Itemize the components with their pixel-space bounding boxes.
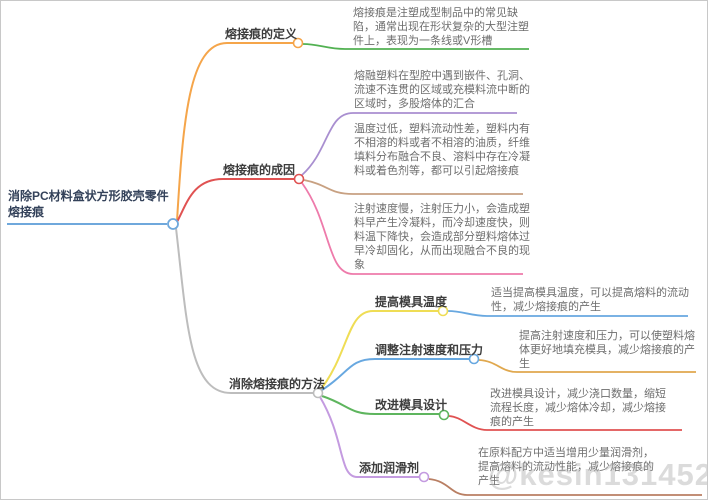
method-raise-mold-temp[interactable]: 提高模具温度	[375, 295, 448, 309]
root-topic[interactable]: 消除PC材料盒状方形胶壳零件熔接痕	[8, 189, 169, 219]
note-cause-temperature[interactable]: 温度过低，塑料流动性差，塑料内有不相溶的料或者不相溶的油质，纤维填料分布融合不良…	[354, 123, 530, 177]
note-cause-confluence[interactable]: 熔融塑料在型腔中遇到嵌件、孔洞、流速不连贯的区域或充模料流中断的区域时，多股熔体…	[354, 70, 530, 110]
branch-definition[interactable]: 熔接痕的定义	[225, 27, 298, 41]
branch-methods[interactable]: 消除熔接痕的方法	[229, 377, 326, 391]
method-adjust-injection[interactable]: 调整注射速度和压力	[375, 343, 484, 357]
injection-node-dot[interactable]	[468, 353, 480, 365]
note-definition[interactable]: 熔接痕是注塑成型制品中的常见缺陷，通常出现在形状复杂的大型注塑件上，表现为一条线…	[353, 7, 529, 47]
causes-node-dot[interactable]	[293, 173, 305, 185]
note-injection[interactable]: 提高注射速度和压力，可以使塑料熔体更好地填充模具，减少熔接痕的产生	[519, 330, 695, 370]
method-improve-mold-design[interactable]: 改进模具设计	[375, 398, 448, 412]
note-mold-design[interactable]: 改进模具设计，减少浇口数量，缩短流程长度，减少熔体冷却，减少熔接痕的产生	[490, 388, 666, 428]
methods-node-dot[interactable]	[312, 387, 324, 399]
note-lubricant[interactable]: 在原料配方中适当增用少量润滑剂，提高熔料的流动性能，减少熔接痕的产生	[478, 447, 654, 487]
note-cause-injection-speed[interactable]: 注射速度慢，注射压力小，会造成塑料早产生冷凝料，而冷却速度快，则料温下降快，会造…	[354, 203, 530, 271]
mold-design-node-dot[interactable]	[438, 409, 450, 421]
definition-node-dot[interactable]	[292, 37, 304, 49]
lubricant-node-dot[interactable]	[418, 471, 430, 483]
root-node-dot[interactable]	[167, 218, 179, 230]
method-add-lubricant[interactable]: 添加润滑剂	[359, 461, 420, 475]
branch-causes[interactable]: 熔接痕的成因	[223, 163, 296, 177]
mold-temp-node-dot[interactable]	[437, 305, 449, 317]
note-mold-temp[interactable]: 适当提高模具温度，可以提高熔料的流动性，减少熔接痕的产生	[491, 287, 689, 313]
